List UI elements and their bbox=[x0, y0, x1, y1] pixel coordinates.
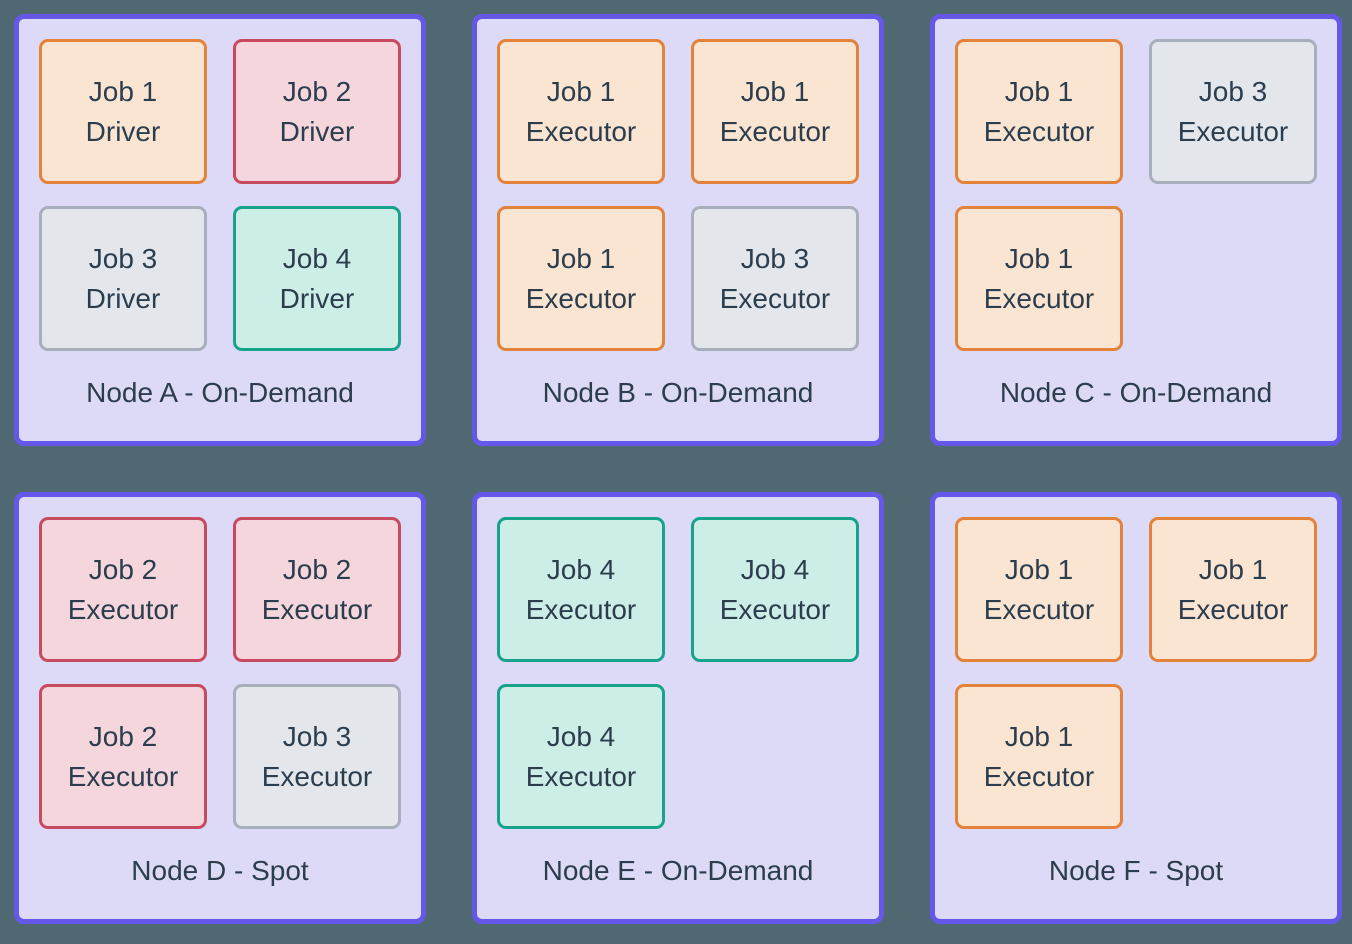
job-name: Job 3 bbox=[282, 720, 352, 752]
job-role: Executor bbox=[719, 593, 831, 625]
job-name: Job 1 bbox=[546, 75, 616, 107]
job-name: Job 4 bbox=[546, 720, 616, 752]
job-grid: Job 2 Executor Job 2 Executor Job 2 Exec… bbox=[39, 517, 401, 829]
job-box: Job 1 Executor bbox=[1149, 517, 1317, 662]
node-label: Node F - Spot bbox=[1048, 855, 1224, 886]
job-box: Job 2 Driver bbox=[233, 39, 401, 184]
job-name: Job 4 bbox=[740, 553, 810, 585]
job-box: Job 4 Driver bbox=[233, 206, 401, 351]
job-role: Driver bbox=[85, 282, 161, 314]
job-box: Job 1 Executor bbox=[497, 206, 665, 351]
job-name: Job 1 bbox=[740, 75, 810, 107]
job-role: Executor bbox=[67, 760, 179, 792]
job-role: Executor bbox=[983, 760, 1095, 792]
job-name: Job 1 bbox=[1004, 553, 1074, 585]
job-name: Job 2 bbox=[282, 75, 352, 107]
job-name: Job 1 bbox=[1198, 553, 1268, 585]
job-box: Job 3 Executor bbox=[1149, 39, 1317, 184]
job-name: Job 1 bbox=[1004, 75, 1074, 107]
job-box: Job 4 Executor bbox=[497, 517, 665, 662]
job-name: Job 1 bbox=[88, 75, 158, 107]
node-label: Node C - On-Demand bbox=[999, 377, 1273, 408]
job-grid: Job 4 Executor Job 4 Executor Job 4 Exec… bbox=[497, 517, 859, 829]
job-name: Job 4 bbox=[546, 553, 616, 585]
job-grid: Job 1 Driver Job 2 Driver Job 3 Driver J… bbox=[39, 39, 401, 351]
job-box: Job 1 Executor bbox=[691, 39, 859, 184]
job-role: Executor bbox=[525, 115, 637, 147]
job-box: Job 2 Executor bbox=[233, 517, 401, 662]
node-card-node-b: Job 1 Executor Job 1 Executor Job 1 Exec… bbox=[472, 14, 884, 446]
node-card-node-f: Job 1 Executor Job 1 Executor Job 1 Exec… bbox=[930, 492, 1342, 924]
node-label: Node D - Spot bbox=[131, 855, 309, 886]
job-role: Executor bbox=[1177, 593, 1289, 625]
job-role: Executor bbox=[719, 282, 831, 314]
job-name: Job 2 bbox=[88, 553, 158, 585]
job-box: Job 2 Executor bbox=[39, 517, 207, 662]
job-box: Job 2 Executor bbox=[39, 684, 207, 829]
job-name: Job 3 bbox=[88, 242, 158, 274]
job-grid: Job 1 Executor Job 3 Executor Job 1 Exec… bbox=[955, 39, 1317, 351]
job-box: Job 1 Driver bbox=[39, 39, 207, 184]
job-grid: Job 1 Executor Job 1 Executor Job 1 Exec… bbox=[497, 39, 859, 351]
job-role: Driver bbox=[85, 115, 161, 147]
job-box: Job 1 Executor bbox=[955, 206, 1123, 351]
job-box: Job 3 Executor bbox=[691, 206, 859, 351]
job-name: Job 1 bbox=[546, 242, 616, 274]
job-box: Job 1 Executor bbox=[955, 517, 1123, 662]
job-role: Driver bbox=[279, 282, 355, 314]
job-name: Job 2 bbox=[282, 553, 352, 585]
node-card-node-d: Job 2 Executor Job 2 Executor Job 2 Exec… bbox=[14, 492, 426, 924]
job-box: Job 3 Executor bbox=[233, 684, 401, 829]
job-box: Job 3 Driver bbox=[39, 206, 207, 351]
job-role: Executor bbox=[983, 593, 1095, 625]
job-box: Job 1 Executor bbox=[955, 684, 1123, 829]
node-card-node-a: Job 1 Driver Job 2 Driver Job 3 Driver J… bbox=[14, 14, 426, 446]
job-name: Job 4 bbox=[282, 242, 352, 274]
job-box: Job 1 Executor bbox=[955, 39, 1123, 184]
job-box: Job 4 Executor bbox=[691, 517, 859, 662]
node-label: Node A - On-Demand bbox=[86, 377, 354, 408]
job-role: Executor bbox=[261, 760, 373, 792]
job-name: Job 3 bbox=[740, 242, 810, 274]
job-box: Job 1 Executor bbox=[497, 39, 665, 184]
job-name: Job 1 bbox=[1004, 720, 1074, 752]
job-role: Executor bbox=[983, 115, 1095, 147]
job-role: Executor bbox=[719, 115, 831, 147]
job-role: Executor bbox=[525, 282, 637, 314]
node-card-node-e: Job 4 Executor Job 4 Executor Job 4 Exec… bbox=[472, 492, 884, 924]
job-role: Executor bbox=[261, 593, 373, 625]
job-role: Executor bbox=[525, 593, 637, 625]
job-role: Executor bbox=[67, 593, 179, 625]
job-role: Driver bbox=[279, 115, 355, 147]
job-role: Executor bbox=[1177, 115, 1289, 147]
job-box: Job 4 Executor bbox=[497, 684, 665, 829]
job-name: Job 3 bbox=[1198, 75, 1268, 107]
job-name: Job 2 bbox=[88, 720, 158, 752]
job-grid: Job 1 Executor Job 1 Executor Job 1 Exec… bbox=[955, 517, 1317, 829]
job-role: Executor bbox=[525, 760, 637, 792]
node-label: Node E - On-Demand bbox=[542, 855, 814, 886]
job-name: Job 1 bbox=[1004, 242, 1074, 274]
job-role: Executor bbox=[983, 282, 1095, 314]
node-card-node-c: Job 1 Executor Job 3 Executor Job 1 Exec… bbox=[930, 14, 1342, 446]
node-label: Node B - On-Demand bbox=[542, 377, 814, 408]
